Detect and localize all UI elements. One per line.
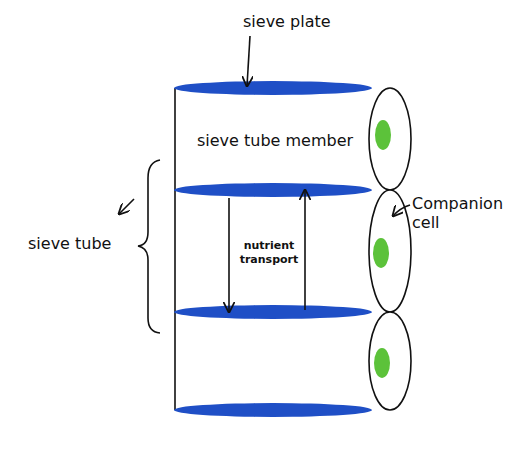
leader-arrow xyxy=(247,36,250,86)
cell-region: nutrient transport xyxy=(175,197,375,309)
sieve-plate xyxy=(174,403,372,417)
curly-bracket xyxy=(138,160,160,333)
tube-wall xyxy=(174,88,176,410)
companion-cell xyxy=(369,312,411,410)
companion-cell xyxy=(369,190,411,312)
nucleus xyxy=(373,238,389,268)
nucleus xyxy=(374,348,390,378)
leader-arrow xyxy=(119,199,134,214)
leader-arrow xyxy=(393,205,410,216)
sieve-plate xyxy=(174,305,372,319)
sieve-plate xyxy=(174,81,372,95)
companion-cell xyxy=(369,88,411,190)
node-label: sieve tube member xyxy=(197,131,353,151)
cell-region: sieve tube member xyxy=(175,95,375,187)
part-label: sieve plate xyxy=(243,12,331,31)
sieve-plate xyxy=(174,183,372,197)
node-label: nutrient transport xyxy=(236,239,302,267)
flow-arrow xyxy=(228,198,230,312)
flow-arrow xyxy=(304,190,306,310)
part-label: sieve tube xyxy=(28,234,111,253)
nucleus xyxy=(375,120,391,150)
part-label: Companion cell xyxy=(412,194,512,232)
